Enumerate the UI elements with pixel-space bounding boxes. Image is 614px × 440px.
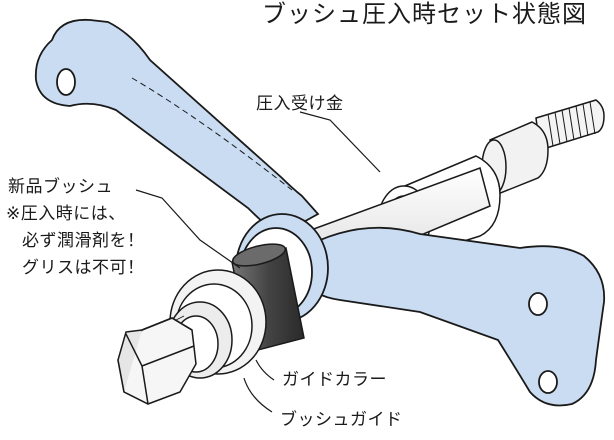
leader-receiver: [299, 111, 381, 173]
note-line-1: ※圧入時には、: [6, 204, 126, 224]
note-line-3: グリスは不可！: [22, 258, 145, 278]
leader-guide-collar: [255, 359, 275, 381]
hex-bolt-head: [117, 317, 197, 405]
threaded-bolt-end: [535, 99, 605, 151]
note-line-2: 必ず潤滑剤を！: [22, 231, 145, 251]
label-press-receiver: 圧入受け金: [256, 94, 344, 114]
leader-lines: [135, 111, 381, 413]
lower-arm: [299, 226, 606, 407]
leader-bushing-guide: [243, 377, 273, 413]
label-bushing-guide: ブッシュガイド: [280, 410, 403, 430]
diagram-title: ブッシュ圧入時セット状態図: [262, 0, 587, 28]
leader-bushing: [135, 189, 241, 269]
label-new-bushing: 新品ブッシュ: [8, 177, 113, 197]
label-guide-collar: ガイドカラー: [282, 370, 387, 390]
